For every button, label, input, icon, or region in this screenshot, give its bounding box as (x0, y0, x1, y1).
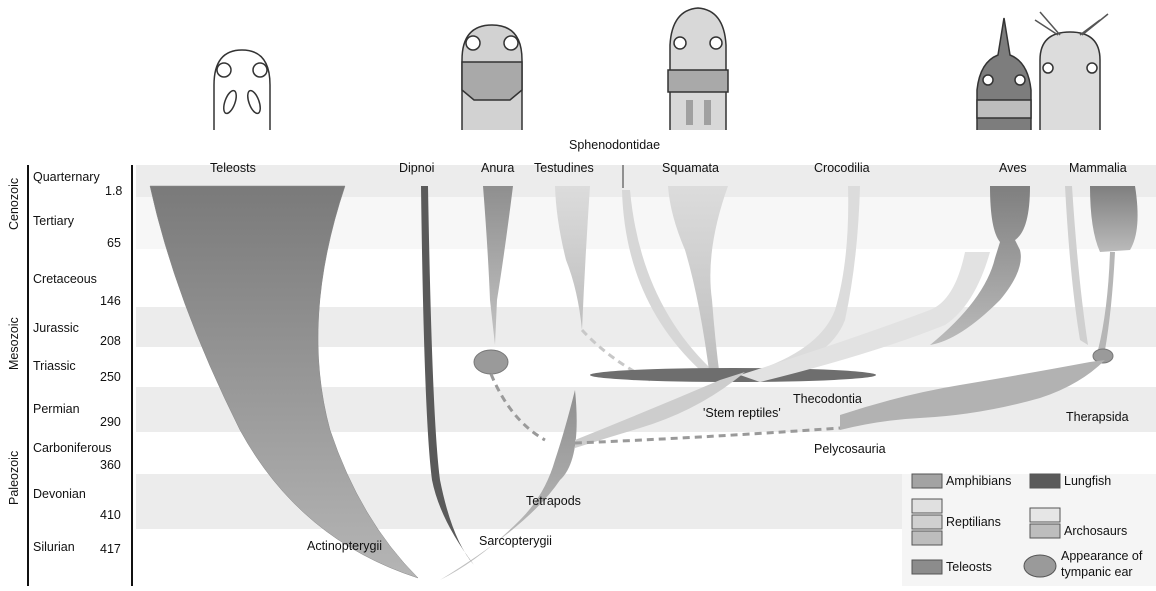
era-label-paleozoic: Paleozoic (7, 451, 21, 505)
legend-archosaurs: Archosaurs (1064, 524, 1127, 538)
period-age: 250 (100, 370, 121, 384)
label-pelycosauria: Pelycosauria (814, 442, 886, 456)
period-name: Triassic (33, 359, 76, 373)
period-name: Jurassic (33, 321, 79, 335)
legend-tympanic-line1: Appearance of (1061, 549, 1142, 563)
mammal-head-icon (1035, 12, 1108, 130)
era-label-mesozoic: Mesozoic (7, 317, 21, 370)
period-age: 208 (100, 334, 121, 348)
period-name: Silurian (33, 540, 75, 554)
legend-amphibians: Amphibians (946, 474, 1011, 488)
legend-reptilians: Reptilians (946, 515, 1001, 529)
legend-lungfish: Lungfish (1064, 474, 1111, 488)
period-name: Quarternary (33, 170, 100, 184)
period-age: 360 (100, 458, 121, 472)
taxon-label-anura: Anura (481, 161, 514, 175)
taxon-label-sphenodontidae: Sphenodontidae (569, 138, 660, 152)
taxon-label-teleosts: Teleosts (210, 161, 256, 175)
period-age: 146 (100, 294, 121, 308)
mammalia-lineage (1090, 186, 1138, 252)
label-actinopterygii: Actinopterygii (307, 539, 382, 553)
period-name: Carboniferous (33, 441, 112, 455)
legend-teleosts: Teleosts (946, 560, 992, 574)
period-name: Devonian (33, 487, 86, 501)
amphibian-head-icon (462, 25, 522, 130)
period-name: Tertiary (33, 214, 74, 228)
label-sarcopterygii: Sarcopterygii (479, 534, 552, 548)
period-age: 417 (100, 542, 121, 556)
period-age: 1.8 (105, 184, 122, 198)
taxon-label-squamata: Squamata (662, 161, 719, 175)
taxon-label-mammalia: Mammalia (1069, 161, 1127, 175)
label-tetrapods: Tetrapods (526, 494, 581, 508)
period-name: Cretaceous (33, 272, 97, 286)
teleost-head-icon (214, 50, 270, 130)
period-name: Permian (33, 402, 80, 416)
period-age: 65 (107, 236, 121, 250)
taxon-label-dipnoi: Dipnoi (399, 161, 434, 175)
taxon-label-crocodilia: Crocodilia (814, 161, 870, 175)
lizard-head-icon (668, 8, 728, 130)
label-therapsida: Therapsida (1066, 410, 1129, 424)
tympanic-ear-marker (474, 350, 508, 374)
taxon-label-aves: Aves (999, 161, 1027, 175)
legend-tympanic-line2: tympanic ear (1061, 565, 1133, 579)
period-age: 290 (100, 415, 121, 429)
period-age: 410 (100, 508, 121, 522)
era-label-cenozoic: Cenozoic (7, 178, 21, 230)
bird-head-icon (977, 18, 1031, 130)
label-stem-reptiles: 'Stem reptiles' (703, 406, 781, 420)
label-thecodontia: Thecodontia (793, 392, 862, 406)
taxon-label-testudines: Testudines (534, 161, 594, 175)
